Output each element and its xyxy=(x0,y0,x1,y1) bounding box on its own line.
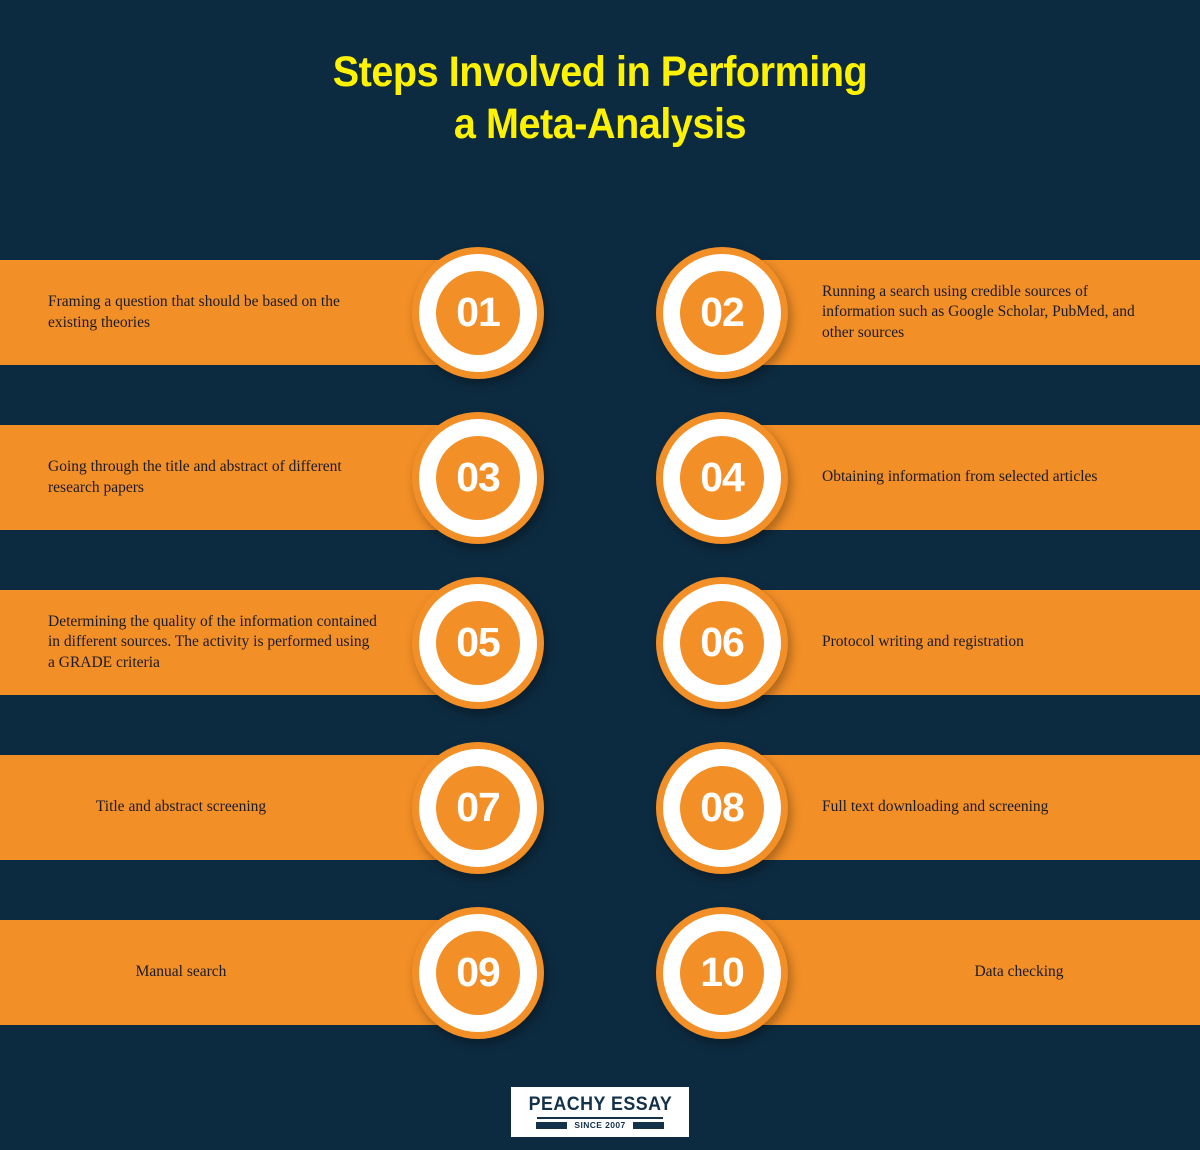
step-bar: Obtaining information from selected arti… xyxy=(760,425,1200,530)
badge-white-ring: 06 xyxy=(663,584,781,702)
badge-inner-disc: 08 xyxy=(680,766,764,850)
badge-white-ring: 08 xyxy=(663,749,781,867)
step-number-badge: 04 xyxy=(656,412,788,544)
peachy-essay-logo: PEACHY ESSAY SINCE 2007 xyxy=(511,1087,689,1137)
title-line-2: a Meta-Analysis xyxy=(453,100,747,148)
step-number: 04 xyxy=(700,453,745,500)
badge-inner-disc: 03 xyxy=(436,436,520,520)
badge-white-ring: 03 xyxy=(419,419,537,537)
step-row: Going through the title and abstract of … xyxy=(0,412,1200,544)
badge-white-ring: 04 xyxy=(663,419,781,537)
step-number-badge: 03 xyxy=(412,412,544,544)
logo-tagline: SINCE 2007 xyxy=(574,1119,626,1130)
badge-white-ring: 07 xyxy=(419,749,537,867)
badge-white-ring: 09 xyxy=(419,914,537,1032)
step-description: Framing a question that should be based … xyxy=(48,293,340,331)
step-row: Manual search 09 Data checking 10 xyxy=(0,907,1200,1039)
step-description: Title and abstract screening xyxy=(95,798,267,816)
step-bar: Going through the title and abstract of … xyxy=(0,425,440,530)
step-bar: Data checking xyxy=(760,920,1200,1025)
badge-inner-disc: 04 xyxy=(680,436,764,520)
logo-dash-left-icon xyxy=(536,1121,568,1129)
step-number-badge: 07 xyxy=(412,742,544,874)
step-number-badge: 10 xyxy=(656,907,788,1039)
step-number-badge: 01 xyxy=(412,247,544,379)
step-number: 07 xyxy=(456,783,501,830)
badge-inner-disc: 02 xyxy=(680,271,764,355)
badge-inner-disc: 10 xyxy=(680,931,764,1015)
step-bar: Title and abstract screening xyxy=(0,755,440,860)
badge-inner-disc: 05 xyxy=(436,601,520,685)
step-number-badge: 06 xyxy=(656,577,788,709)
page-title: Steps Involved in Performing a Meta-Anal… xyxy=(0,46,1200,150)
step-number-badge: 05 xyxy=(412,577,544,709)
logo-brand-name: PEACHY ESSAY xyxy=(528,1093,672,1115)
badge-inner-disc: 01 xyxy=(436,271,520,355)
step-bar: Manual search xyxy=(0,920,440,1025)
step-number-badge: 09 xyxy=(412,907,544,1039)
badge-white-ring: 10 xyxy=(663,914,781,1032)
step-number: 10 xyxy=(700,948,745,995)
step-bar: Protocol writing and registration xyxy=(760,590,1200,695)
badge-inner-disc: 06 xyxy=(680,601,764,685)
title-line-1: Steps Involved in Performing xyxy=(332,48,868,96)
step-description: Determining the quality of the informati… xyxy=(48,612,377,671)
step-row: Framing a question that should be based … xyxy=(0,247,1200,379)
step-number: 08 xyxy=(700,783,745,830)
step-number-badge: 02 xyxy=(656,247,788,379)
badge-inner-disc: 09 xyxy=(436,931,520,1015)
badge-white-ring: 05 xyxy=(419,584,537,702)
logo-dash-right-icon xyxy=(632,1121,664,1129)
step-number: 02 xyxy=(700,288,745,335)
logo-tagline-row: SINCE 2007 xyxy=(536,1119,664,1130)
step-row: Title and abstract screening 07 Full text … xyxy=(0,742,1200,874)
step-number: 06 xyxy=(700,618,745,665)
step-number: 05 xyxy=(456,618,501,665)
step-number-badge: 08 xyxy=(656,742,788,874)
step-description: Running a search using credible sources … xyxy=(822,282,1135,341)
badge-white-ring: 02 xyxy=(663,254,781,372)
step-description: Data checking xyxy=(974,963,1064,981)
logo-divider-rule xyxy=(537,1116,663,1119)
step-bar: Running a search using credible sources … xyxy=(760,260,1200,365)
step-number: 03 xyxy=(456,453,501,500)
step-number: 09 xyxy=(456,948,501,995)
step-row: Determining the quality of the informati… xyxy=(0,577,1200,709)
step-bar: Determining the quality of the informati… xyxy=(0,590,440,695)
badge-white-ring: 01 xyxy=(419,254,537,372)
step-bar: Framing a question that should be based … xyxy=(0,260,440,365)
step-description: Going through the title and abstract of … xyxy=(48,458,342,496)
step-bar: Full text downloading and screening xyxy=(760,755,1200,860)
step-description: Manual search xyxy=(135,963,227,981)
step-description: Protocol writing and registration xyxy=(822,633,1024,651)
badge-inner-disc: 07 xyxy=(436,766,520,850)
step-number: 01 xyxy=(456,288,501,335)
step-description: Obtaining information from selected arti… xyxy=(822,468,1098,486)
step-description: Full text downloading and screening xyxy=(822,798,1049,816)
